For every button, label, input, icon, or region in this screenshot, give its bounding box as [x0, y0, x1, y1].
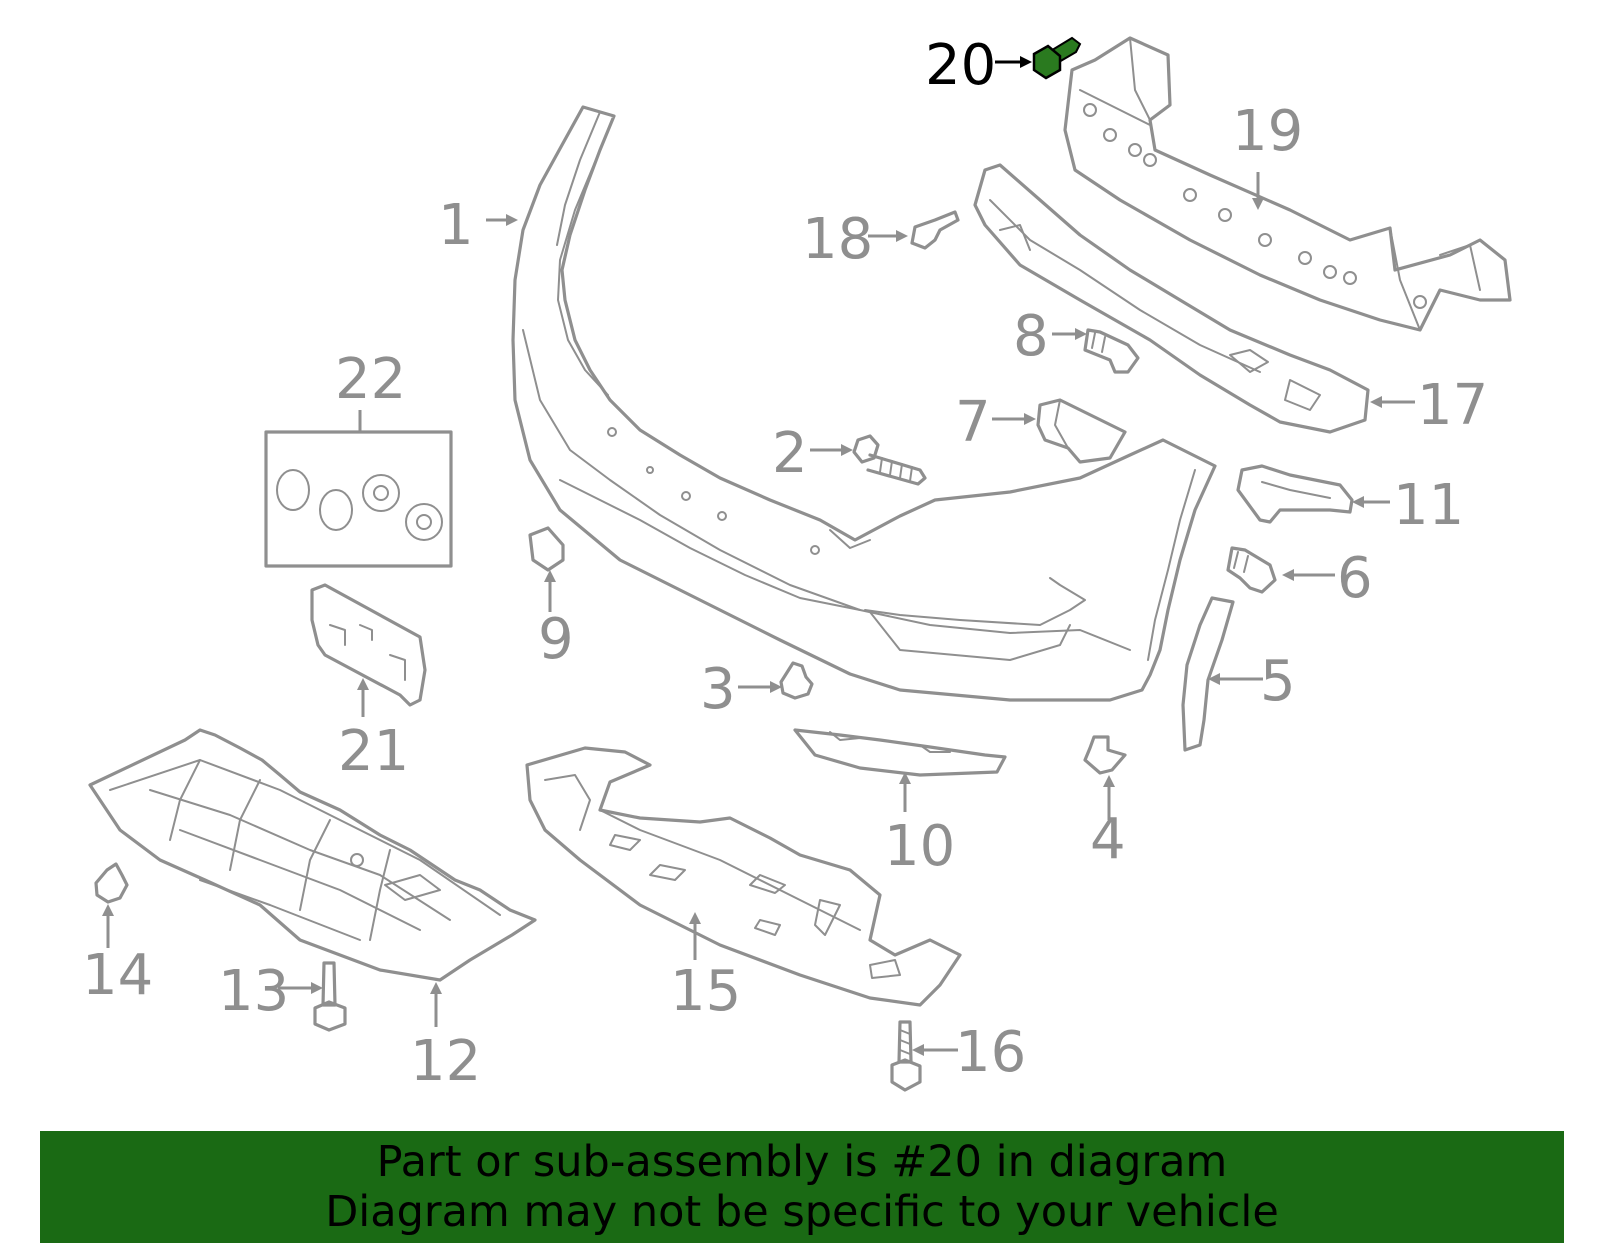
part-20-bolt-highlighted — [1032, 36, 1082, 80]
callout-12: 12 — [410, 1029, 481, 1094]
callout-15: 15 — [670, 959, 741, 1024]
part-7-bracket — [1036, 398, 1127, 464]
callout-6: 6 — [1337, 546, 1373, 611]
callout-9: 9 — [538, 607, 574, 672]
callout-13: 13 — [218, 959, 289, 1024]
callouts: 1 2 3 4 5 6 7 8 9 10 — [82, 33, 1488, 1094]
callout-17: 17 — [1417, 373, 1488, 438]
callout-8: 8 — [1013, 304, 1049, 369]
notice-banner: Part or sub-assembly is #20 in diagram D… — [40, 1131, 1564, 1243]
callout-1: 1 — [438, 193, 474, 258]
part-8-bolt — [1083, 328, 1140, 374]
part-12-splash-shield — [88, 728, 537, 982]
callout-14: 14 — [82, 943, 153, 1008]
part-9-clip — [528, 526, 565, 572]
callout-21: 21 — [338, 719, 409, 784]
callout-20: 20 — [925, 33, 996, 98]
part-6-bolt — [1226, 546, 1277, 594]
part-10-moulding — [793, 728, 1007, 777]
banner-line-2: Diagram may not be specific to your vehi… — [325, 1187, 1279, 1237]
callout-16: 16 — [955, 1020, 1026, 1085]
part-22-clip-kit — [264, 430, 453, 568]
part-19-reinforcement-beam — [1063, 36, 1512, 332]
callout-18: 18 — [802, 207, 873, 272]
part-13-bolt — [313, 961, 347, 1032]
callout-3: 3 — [700, 657, 736, 722]
part-2-bolt — [852, 434, 927, 486]
callout-19: 19 — [1232, 99, 1303, 164]
part-14-clip — [94, 862, 129, 904]
callout-22: 22 — [335, 347, 406, 412]
callout-4: 4 — [1090, 807, 1126, 872]
banner-line-1: Part or sub-assembly is #20 in diagram — [376, 1137, 1228, 1187]
callout-2: 2 — [772, 421, 808, 486]
part-16-bolt — [890, 1020, 922, 1092]
part-18-clip — [910, 210, 960, 250]
part-21-bracket — [310, 583, 427, 707]
part-4-nut-clip — [1083, 735, 1127, 775]
callout-5: 5 — [1260, 649, 1296, 714]
callout-7: 7 — [955, 390, 991, 455]
callout-11: 11 — [1393, 473, 1464, 538]
callout-10: 10 — [884, 814, 955, 879]
part-3-clip — [779, 661, 814, 700]
part-1-bumper-cover — [511, 105, 1217, 702]
part-11-bracket — [1236, 464, 1354, 524]
part-17-energy-absorber — [973, 163, 1370, 434]
part-5-trim-strip — [1181, 596, 1235, 752]
part-15-deflector — [525, 746, 962, 1007]
